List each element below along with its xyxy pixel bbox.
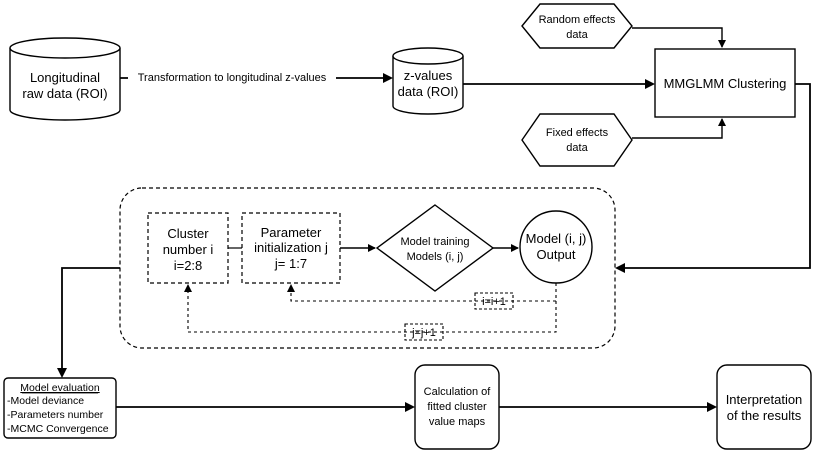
- zvalues-cylinder: z-values data (ROI): [392, 47, 464, 115]
- model-output-label-line1: Model (i, j): [526, 231, 587, 246]
- cluster-number-label-line1: Cluster: [167, 226, 209, 241]
- raw-data-cylinder: Longitudinal raw data (ROI): [9, 37, 121, 121]
- calculation-maps-label-line1: Calculation of: [424, 386, 492, 398]
- edge-random-to-mmglmm: [632, 27, 726, 48]
- parameter-init-label-line3: j= 1:7: [274, 256, 307, 271]
- fixed-effects-label-line2: data: [566, 142, 588, 154]
- model-training-label-line2: Models (i, j): [407, 251, 464, 263]
- random-effects-label-line1: Random effects: [539, 14, 616, 26]
- model-output-circle: Model (i, j) Output: [519, 210, 593, 284]
- model-evaluation-item2: -Parameters number: [7, 409, 104, 421]
- model-training-label-line1: Model training: [400, 236, 469, 248]
- model-output-label-line2: Output: [536, 247, 575, 262]
- calculation-maps-label-line3: value maps: [429, 416, 486, 428]
- calculation-maps-label-line2: fitted cluster: [427, 401, 487, 413]
- zvalues-label-line1: z-values: [404, 68, 453, 83]
- cluster-number-box: Cluster number i i=2:8: [147, 212, 229, 284]
- fixed-effects-label-line1: Fixed effects: [546, 127, 609, 139]
- edge-j-increment-loop: [184, 284, 557, 333]
- j-increment-label: j=j+1: [411, 327, 436, 339]
- i-increment-label: i=i+1: [482, 296, 506, 308]
- interpretation-box: Interpretation of the results: [716, 364, 812, 450]
- model-training-diamond: Model training Models (i, j): [375, 204, 495, 292]
- cluster-number-label-line2: number i: [163, 242, 214, 257]
- model-evaluation-item3: -MCMC Convergence: [7, 423, 109, 435]
- model-evaluation-item1: -Model deviance: [7, 395, 84, 407]
- edge-mmglmm-to-loop: [615, 83, 811, 273]
- mmglmm-clustering-box: MMGLMM Clustering: [654, 48, 796, 118]
- random-effects-hexagon: Random effects data: [521, 3, 633, 49]
- cluster-number-label-line3: i=2:8: [174, 258, 203, 273]
- interpretation-label-line2: of the results: [727, 408, 802, 423]
- edge-fixed-to-mmglmm: [632, 118, 726, 139]
- parameter-init-label-line2: initialization j: [254, 240, 328, 255]
- edge-i-increment-loop: [287, 283, 557, 302]
- raw-data-label-line2: raw data (ROI): [22, 86, 107, 101]
- edge-transformation: Transformation to longitudinal z-values: [120, 69, 393, 85]
- parameter-init-label-line1: Parameter: [261, 225, 322, 240]
- mmglmm-label: MMGLMM Clustering: [664, 76, 787, 91]
- random-effects-label-line2: data: [566, 29, 588, 41]
- model-evaluation-title: Model evaluation: [20, 382, 100, 394]
- transformation-label: Transformation to longitudinal z-values: [138, 72, 327, 84]
- interpretation-label-line1: Interpretation: [726, 392, 803, 407]
- fixed-effects-hexagon: Fixed effects data: [521, 113, 633, 167]
- calculation-maps-box: Calculation of fitted cluster value maps: [414, 364, 500, 450]
- edge-loop-to-evaluation: [57, 267, 120, 378]
- zvalues-label-line2: data (ROI): [398, 84, 459, 99]
- model-evaluation-box: Model evaluation -Model deviance -Parame…: [3, 377, 117, 439]
- parameter-init-box: Parameter initialization j j= 1:7: [241, 212, 341, 284]
- raw-data-label-line1: Longitudinal: [30, 70, 100, 85]
